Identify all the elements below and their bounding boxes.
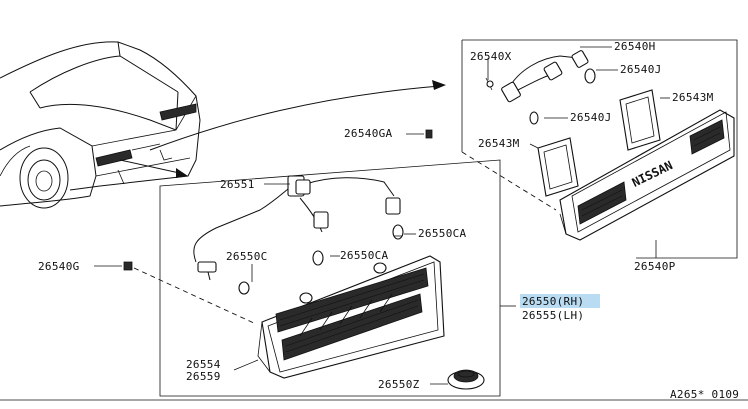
pointer-arrow-lower — [119, 159, 185, 175]
label-26540GA: 26540GA — [344, 127, 393, 140]
label-26543M-left: 26543M — [478, 137, 520, 150]
label-26540G: 26540G — [38, 260, 80, 273]
label-26540J-mid: 26540J — [570, 111, 612, 124]
highlight-26550RH — [520, 294, 600, 308]
label-26550RH[interactable]: 26550(RH) — [522, 295, 584, 308]
diagram-code: A265* 0109 — [670, 388, 739, 401]
label-26559: 26559 — [186, 370, 221, 383]
lower-lamp-assembly — [123, 159, 516, 397]
label-26550CA: 26550CA — [418, 227, 467, 240]
label-26543M-right: 26543M — [672, 91, 714, 104]
label-26550C: 26550C — [226, 250, 268, 263]
label-26540H: 26540H — [614, 40, 656, 53]
label-26551: 26551 — [220, 178, 255, 191]
part-labels: 26540X 26540H 26540J 26540J 26543M 26543… — [38, 40, 739, 401]
label-26540J-top: 26540J — [620, 63, 662, 76]
car-illustration — [0, 41, 201, 209]
label-26550Z: 26550Z — [378, 378, 420, 391]
leader-lines — [0, 46, 748, 401]
label-26550CA-low: 26550CA — [340, 249, 389, 262]
pointer-arrow-upper — [149, 85, 441, 151]
label-26555LH[interactable]: 26555(LH) — [522, 309, 584, 322]
label-26554: 26554 — [186, 358, 221, 371]
label-26540X: 26540X — [470, 50, 512, 63]
label-26540P: 26540P — [634, 260, 676, 273]
upper-lamp-assembly: NISSAN — [425, 39, 738, 259]
